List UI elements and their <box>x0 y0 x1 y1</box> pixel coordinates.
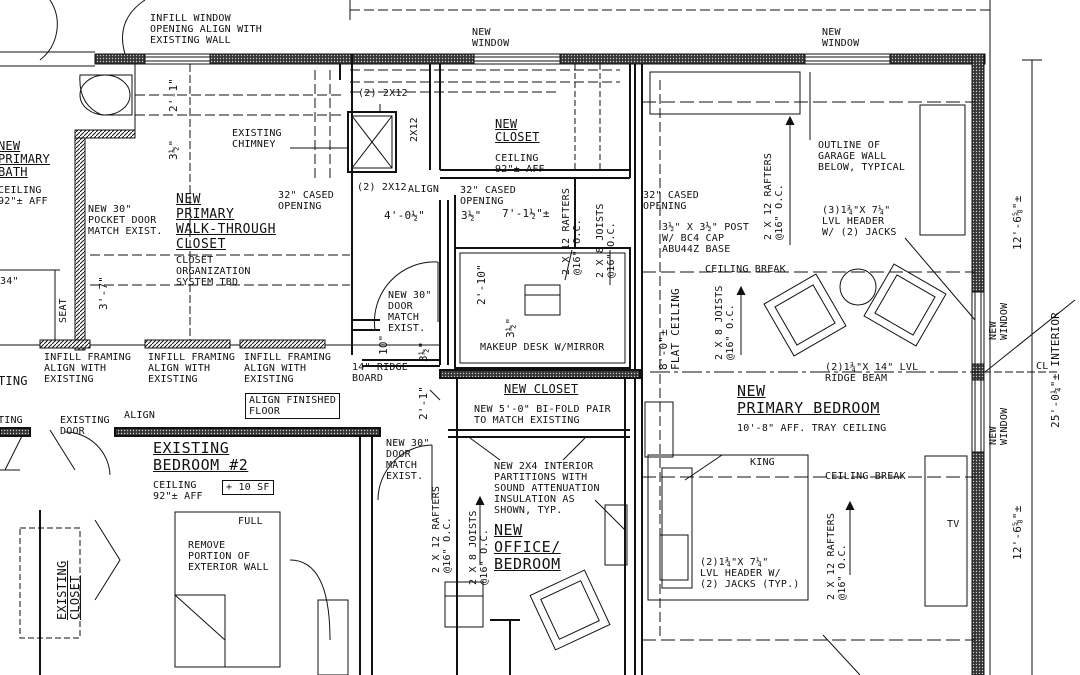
top-reference-lines <box>0 0 1042 675</box>
leader-lines <box>429 115 1076 575</box>
exterior-wall-right <box>971 53 1060 675</box>
office-furniture <box>444 504 628 675</box>
central-walls <box>352 200 641 675</box>
door-swings <box>4 261 586 501</box>
chimney <box>290 104 397 173</box>
primary-bedroom <box>642 71 975 675</box>
bath-area <box>0 64 191 351</box>
bed-full <box>174 511 349 675</box>
bedroom2-walls <box>0 339 440 675</box>
makeup-desk-area <box>454 178 631 369</box>
exterior-wall-top <box>94 53 986 355</box>
existing-closet <box>0 469 121 639</box>
